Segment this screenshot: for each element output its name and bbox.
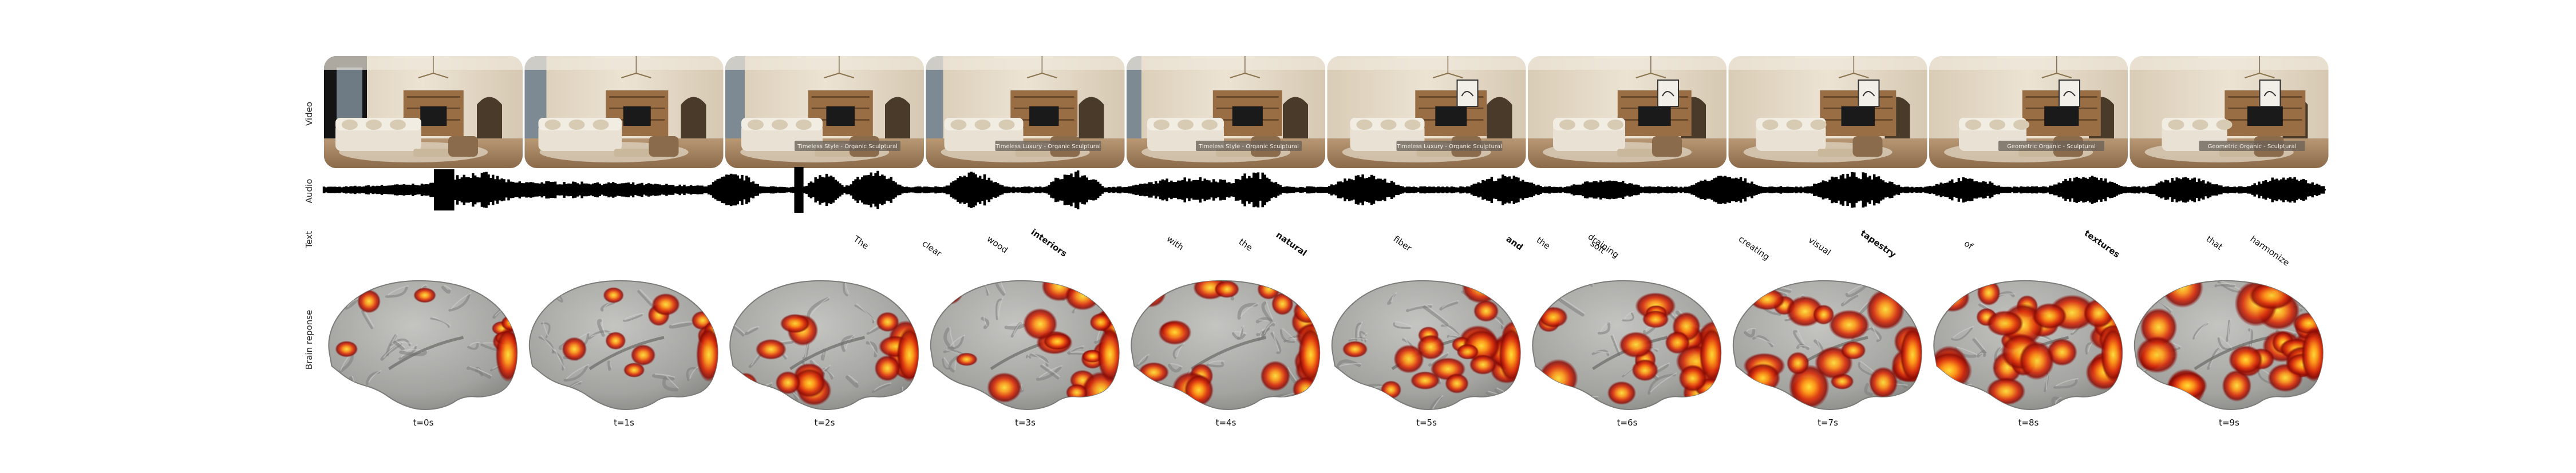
- word-9: and: [1504, 234, 1525, 253]
- brain-map-7: [1532, 280, 1722, 410]
- brain-map-10: [2134, 280, 2324, 410]
- time-label-9: t=9s: [2219, 418, 2239, 428]
- word-14: visual: [1807, 235, 1833, 258]
- time-label-6: t=6s: [1617, 418, 1638, 428]
- time-label-4: t=4s: [1216, 418, 1236, 428]
- video-frame-4: Timeless Luxury - Organic Sculptural: [926, 56, 1125, 168]
- word-8: fiber: [1392, 234, 1414, 254]
- word-16: of: [1962, 239, 1976, 252]
- time-label-8: t=8s: [2018, 418, 2039, 428]
- word-6: the: [1237, 237, 1254, 253]
- video-caption: Geometric Organic - Sculptural: [2208, 144, 2297, 150]
- video-frame-2: [524, 56, 724, 168]
- word-13: creating: [1737, 234, 1772, 263]
- time-label-1: t=1s: [614, 418, 634, 428]
- time-row: t=0s t=1s t=2s t=3s t=4s t=5s t=6s t=7s t=8s t=9s: [413, 418, 2239, 428]
- brain-row: [328, 280, 2324, 410]
- brain-map-6: [1331, 280, 1521, 410]
- video-frame-8: [1728, 56, 1927, 168]
- word-4: interiors: [1029, 227, 1069, 259]
- word-15: tapestry: [1859, 228, 1898, 260]
- time-label-7: t=7s: [1818, 418, 1838, 428]
- brain-map-3: [729, 280, 919, 410]
- video-caption: Timeless Luxury - Organic Sculptural: [1396, 144, 1502, 150]
- video-frame-3: Timeless Style - Organic Sculptural: [725, 56, 924, 168]
- word-19: harmonize: [2249, 234, 2291, 268]
- time-label-3: t=3s: [1015, 418, 1036, 428]
- video-frame-7: [1528, 56, 1726, 168]
- video-frame-6: Timeless Luxury - Organic Sculptural: [1327, 56, 1526, 168]
- video-frame-5: Timeless Style - Organic Sculptural: [1127, 56, 1325, 168]
- brain-map-2: [528, 280, 718, 410]
- brain-map-5: [1131, 280, 1321, 410]
- video-caption: Timeless Luxury - Organic Sculptural: [995, 144, 1101, 150]
- time-label-0: t=0s: [413, 418, 434, 428]
- brain-map-9: [1933, 280, 2123, 410]
- video-caption: Timeless Style - Organic Sculptural: [797, 144, 898, 150]
- video-row: Timeless Style - Organic Sculptural Timel…: [324, 56, 2329, 168]
- word-10: the: [1535, 235, 1552, 252]
- brain-map-4: [930, 280, 1120, 410]
- word-7: natural: [1274, 230, 1309, 259]
- audio-row: [322, 167, 2326, 213]
- word-5: with: [1165, 234, 1186, 253]
- video-caption: Timeless Style - Organic Sculptural: [1198, 144, 1299, 150]
- video-frame-1: [324, 56, 523, 168]
- brain-map-1: [328, 280, 518, 410]
- brain-map-8: [1732, 280, 1922, 410]
- text-row: The clear wood interiors with the natural fiber…: [851, 227, 2291, 268]
- word-18: that: [2204, 234, 2225, 252]
- word-2: clear: [920, 239, 944, 259]
- time-label-5: t=5s: [1416, 418, 1437, 428]
- video-caption: Geometric Organic - Sculptural: [2007, 144, 2096, 150]
- word-3: wood: [985, 234, 1010, 256]
- video-frame-10: Geometric Organic - Sculptural: [2129, 56, 2329, 168]
- word-17: textures: [2083, 228, 2122, 260]
- time-label-2: t=2s: [815, 418, 835, 428]
- word-1: The: [851, 233, 871, 251]
- video-frame-9: Geometric Organic - Sculptural: [1929, 56, 2128, 168]
